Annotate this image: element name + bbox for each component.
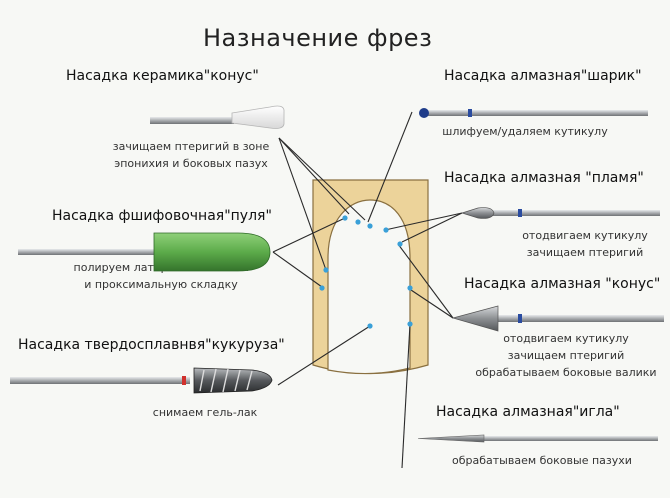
nail-plate bbox=[327, 199, 411, 375]
point-marker bbox=[407, 285, 413, 291]
leader-lines bbox=[272, 111, 463, 469]
point-marker bbox=[397, 241, 403, 247]
diamond-needle-label: Насадка алмазная"игла" bbox=[436, 404, 620, 420]
carbide-corn-description-line-1: снимаем гель-лак bbox=[152, 406, 258, 419]
diamond-cone-description: отодвигаем кутикулу зачищаем птеригий об… bbox=[468, 330, 664, 381]
diamond-cone-description-line-3: обрабатываем боковые валики bbox=[475, 366, 657, 379]
leader-line-ceramic-cone-2 bbox=[278, 137, 366, 221]
diamond-cone-label: Насадка алмазная "конус" bbox=[464, 276, 661, 292]
point-marker bbox=[342, 215, 348, 221]
diamond-flame-description-line-2: зачищаем птеригий bbox=[526, 246, 644, 259]
leader-line-diamond-needle bbox=[401, 323, 411, 469]
carbide-corn-label: Насадка твердосплавнвя"кукуруза" bbox=[18, 337, 285, 353]
point-marker bbox=[323, 267, 329, 273]
point-marker bbox=[407, 321, 413, 327]
diamond-cone-description-line-1: отодвигаем кутикулу bbox=[503, 332, 629, 345]
ceramic-cone-bit-icon bbox=[150, 105, 285, 129]
carbide-corn-bit-icon bbox=[10, 367, 273, 394]
diamond-cone-description-line-2: зачищаем птеригий bbox=[507, 349, 625, 362]
leader-line-diamond-flame-2 bbox=[401, 212, 463, 243]
diamond-needle-description: обрабатываем боковые пазухи bbox=[452, 452, 632, 469]
diamond-needle-description-line-1: обрабатываем боковые пазухи bbox=[452, 454, 632, 467]
ceramic-cone-description-line-1: зачищаем птеригий в зоне bbox=[112, 140, 270, 153]
diamond-flame-description: отодвигаем кутикулу зачищаем птеригий bbox=[510, 227, 660, 261]
point-marker bbox=[355, 219, 361, 225]
nail-points bbox=[319, 215, 413, 329]
leader-line-carbide-corn bbox=[277, 325, 371, 386]
leader-line-sanding-bullet-1 bbox=[272, 217, 346, 253]
diamond-ball-description: шлифуем/удаляем кутикулу bbox=[440, 123, 610, 140]
ceramic-cone-description: зачищаем птеригий в зоне эпонихия и боко… bbox=[108, 138, 274, 172]
point-marker bbox=[367, 323, 373, 329]
diamond-ball-description-line-1: шлифуем/удаляем кутикулу bbox=[442, 125, 608, 138]
point-marker bbox=[319, 285, 325, 291]
nail-diagram bbox=[312, 179, 429, 375]
leader-line-ceramic-cone-1 bbox=[278, 137, 350, 215]
leader-line-diamond-cone-1 bbox=[397, 243, 454, 319]
point-marker bbox=[367, 223, 373, 229]
diamond-ball-bit-icon bbox=[419, 108, 648, 118]
sanding-bullet-description-line-2: и проксимальную складку bbox=[84, 278, 238, 291]
leader-line-diamond-flame-1 bbox=[384, 212, 463, 231]
carbide-corn-description: снимаем гель-лак bbox=[150, 404, 260, 421]
sanding-bullet-label: Насадка фшифовочная"пуля" bbox=[52, 208, 272, 224]
leader-line-diamond-ball bbox=[367, 111, 413, 223]
diamond-needle-bit-icon bbox=[417, 434, 658, 443]
ceramic-cone-description-line-2: эпонихия и боковых пазух bbox=[114, 157, 268, 170]
page-title: Назначение фрез bbox=[203, 24, 433, 52]
leader-line-ceramic-cone-3 bbox=[278, 137, 327, 271]
diamond-flame-label: Насадка алмазная "пламя" bbox=[444, 170, 644, 186]
diamond-flame-bit-icon bbox=[460, 207, 660, 219]
diamond-flame-description-line-1: отодвигаем кутикулу bbox=[522, 229, 648, 242]
point-marker bbox=[383, 227, 389, 233]
diamond-ball-label: Насадка алмазная"шарик" bbox=[444, 68, 642, 84]
diamond-cone-bit-icon bbox=[451, 305, 664, 332]
leader-line-sanding-bullet-2 bbox=[272, 251, 323, 288]
sanding-bullet-bit-icon bbox=[18, 232, 271, 272]
ceramic-cone-label: Насадка керамика"конус" bbox=[66, 68, 259, 84]
leader-line-diamond-cone-2 bbox=[407, 287, 454, 319]
